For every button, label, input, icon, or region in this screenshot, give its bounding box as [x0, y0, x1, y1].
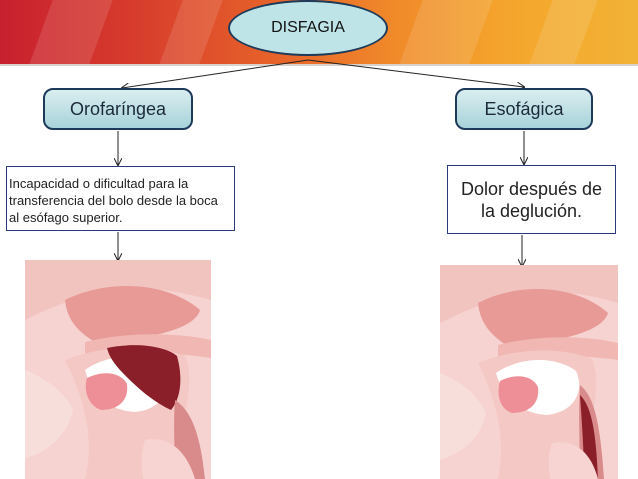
branch-label-esofagica: Esofágica	[484, 98, 564, 119]
root-label: DISFAGIA	[271, 19, 345, 36]
description-orofaringea: Incapacidad o dificultad para la transfe…	[6, 166, 235, 231]
anatomy-image-esofagica	[440, 265, 618, 479]
header-rule	[0, 64, 638, 66]
root-node: DISFAGIA	[228, 0, 388, 56]
branch-node-esofagica: Esofágica	[455, 88, 593, 130]
connector-root-eso	[307, 59, 524, 87]
branch-label-orofaringea: Orofaríngea	[69, 98, 167, 119]
bolus-highlight	[107, 345, 181, 410]
description-esofagica-text: Dolor después de la deglución.	[460, 178, 603, 221]
connector-root-oro	[122, 59, 309, 88]
description-esofagica: Dolor después de la deglución.	[447, 165, 616, 234]
anatomy-image-orofaringea	[25, 260, 211, 479]
branch-node-orofaringea: Orofaríngea	[43, 88, 193, 130]
